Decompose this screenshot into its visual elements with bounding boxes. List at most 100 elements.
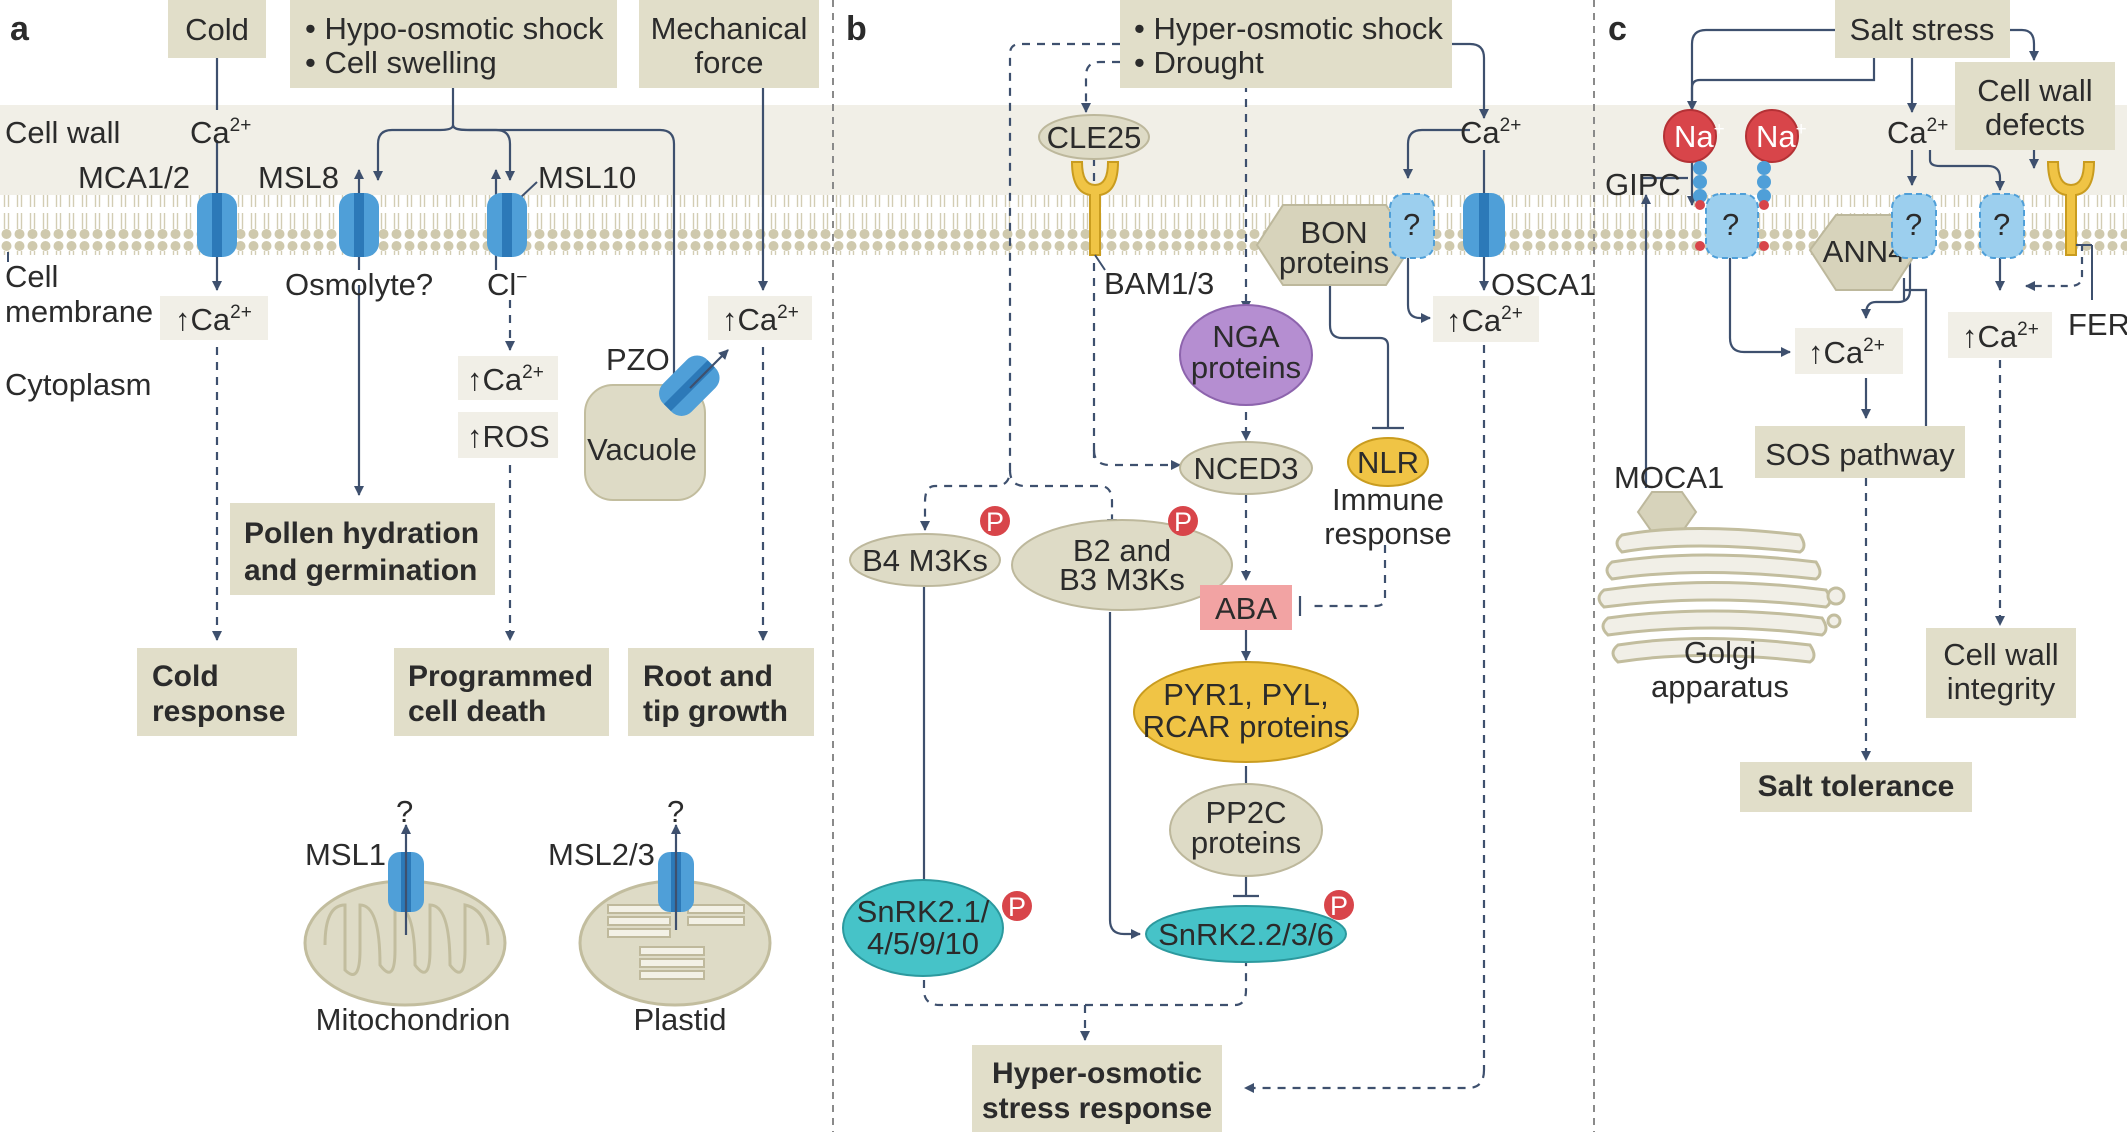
panel-label-b: b: [846, 10, 867, 48]
text-aba: ABA: [1215, 591, 1277, 626]
node-snrk22: [1145, 905, 1347, 963]
node-nced3: [1179, 441, 1313, 495]
box-hyper-response: [972, 1045, 1222, 1132]
text-snrk22: SnRK2.2/3/6: [1158, 917, 1334, 952]
label-cell: Cell: [5, 259, 58, 294]
box-ca-rise-b: [1433, 296, 1539, 342]
text-q-plastid: ?: [667, 794, 684, 829]
text-ros: ↑ROS: [467, 419, 550, 454]
text-cold-resp-2: response: [152, 695, 285, 728]
plastid: [578, 824, 772, 1007]
text-mitochondrion: Mitochondrion: [316, 1002, 511, 1037]
text-sos: SOS pathway: [1765, 437, 1955, 472]
box-root-growth: [628, 648, 814, 736]
box-mechanical-force: [639, 0, 819, 88]
text-hyper-2: • Drought: [1134, 45, 1264, 80]
text-ann4: ANN4: [1823, 234, 1906, 269]
cell-membrane: [0, 195, 2127, 255]
text-q-mito: ?: [396, 794, 413, 829]
box-programmed-cell-death: [394, 648, 609, 736]
node-moca1: [1636, 491, 1698, 533]
text-immune-2: response: [1324, 516, 1452, 551]
text-fer: FER: [2068, 307, 2127, 342]
text-msl1: MSL1: [305, 837, 386, 872]
box-ros-rise: [458, 412, 558, 458]
text-ca-rise-c1: ↑Ca2+: [1808, 335, 1885, 370]
text-pcd-1: Programmed: [408, 660, 593, 693]
text-hypo-1: • Hypo-osmotic shock: [305, 11, 604, 46]
node-snrk21: [842, 879, 1004, 977]
text-cle25: CLE25: [1047, 120, 1142, 155]
channel-msl8: [339, 193, 379, 257]
text-na-2: Na+: [1756, 119, 1807, 154]
node-nga-proteins: [1179, 304, 1313, 406]
text-b4: B4 M3Ks: [862, 543, 988, 578]
text-ca-rise-mca: ↑Ca2+: [175, 302, 252, 337]
box-salt-tolerance: [1740, 762, 1972, 812]
label-msl8: MSL8: [258, 160, 339, 195]
label-cytoplasm: Cytoplasm: [5, 367, 151, 402]
text-mech-1: Mechanical: [651, 11, 808, 46]
text-hyper-resp-2: stress response: [982, 1092, 1212, 1125]
text-p-b23: P: [1174, 507, 1192, 537]
node-cle25: [1038, 114, 1150, 160]
label-msl10: MSL10: [538, 160, 636, 195]
text-vacuole: Vacuole: [587, 432, 697, 467]
text-salt-tolerance: Salt tolerance: [1758, 770, 1955, 803]
channel-mca: [197, 193, 237, 257]
text-gipc: GIPC: [1605, 167, 1681, 202]
panel-label-c: c: [1608, 10, 1627, 48]
text-salt-stress: Salt stress: [1850, 12, 1995, 47]
text-nga-1: NGA: [1212, 319, 1280, 354]
text-root-1: Root and: [643, 660, 773, 693]
text-msl23: MSL2/3: [548, 837, 655, 872]
box-salt-stress: [1835, 0, 2010, 58]
text-hyper-1: • Hyper-osmotic shock: [1134, 11, 1443, 46]
text-snrk21-2: 4/5/9/10: [867, 926, 979, 961]
text-cwi-1: Cell wall: [1943, 637, 2058, 672]
text-pollen-2: and germination: [244, 554, 477, 587]
text-b23-1: B2 and: [1073, 533, 1171, 568]
box-ca-rise-c1: [1795, 328, 1903, 374]
text-bon-1: BON: [1300, 215, 1367, 250]
panel-label-a: a: [10, 10, 30, 48]
phospho-b23: [1168, 506, 1198, 536]
text-golgi-1: Golgi: [1684, 635, 1756, 670]
pzo-arrow: [689, 349, 729, 389]
box-hypo-osmotic: [290, 0, 617, 88]
text-nced3: NCED3: [1193, 451, 1298, 486]
text-nga-2: proteins: [1191, 350, 1301, 385]
text-cold: Cold: [185, 12, 249, 47]
text-ca-wall-c: Ca2+: [1887, 115, 1948, 150]
text-root-2: tip growth: [643, 695, 788, 728]
text-ca-rise-b: ↑Ca2+: [1446, 303, 1523, 338]
box-ca-rise-c2: [1948, 312, 2052, 358]
text-cwi-2: integrity: [1947, 671, 2056, 706]
text-q-c2: ?: [1905, 207, 1922, 242]
msl10-pointer: [519, 181, 538, 199]
phospho-snrk22: [1324, 890, 1354, 920]
mitochondrion: [303, 824, 507, 1007]
channel-osca: [1463, 193, 1505, 257]
text-pp2c-2: proteins: [1191, 825, 1301, 860]
channel-unknown-c2: [1891, 193, 1937, 259]
box-sos-pathway: [1755, 426, 1965, 478]
text-mech-2: force: [695, 45, 764, 80]
text-pollen-1: Pollen hydration: [244, 517, 479, 550]
text-golgi-2: apparatus: [1651, 669, 1789, 704]
text-immune-1: Immune: [1332, 482, 1444, 517]
bam-pointer: [1094, 254, 1106, 271]
text-b23-2: B3 M3Ks: [1059, 562, 1185, 597]
text-p-snrk22: P: [1330, 891, 1348, 921]
text-cold-resp-1: Cold: [152, 660, 219, 693]
text-na-1: Na+: [1674, 119, 1725, 154]
label-cell-wall: Cell wall: [5, 115, 120, 150]
panel-c-arrows: [1641, 28, 2084, 761]
text-q-c1: ?: [1722, 207, 1739, 242]
node-bon-proteins: [1255, 204, 1414, 286]
box-aba: [1200, 585, 1292, 630]
text-ca-wall-a: Ca2+: [190, 115, 251, 150]
gipc-glycans: [1693, 161, 1771, 251]
